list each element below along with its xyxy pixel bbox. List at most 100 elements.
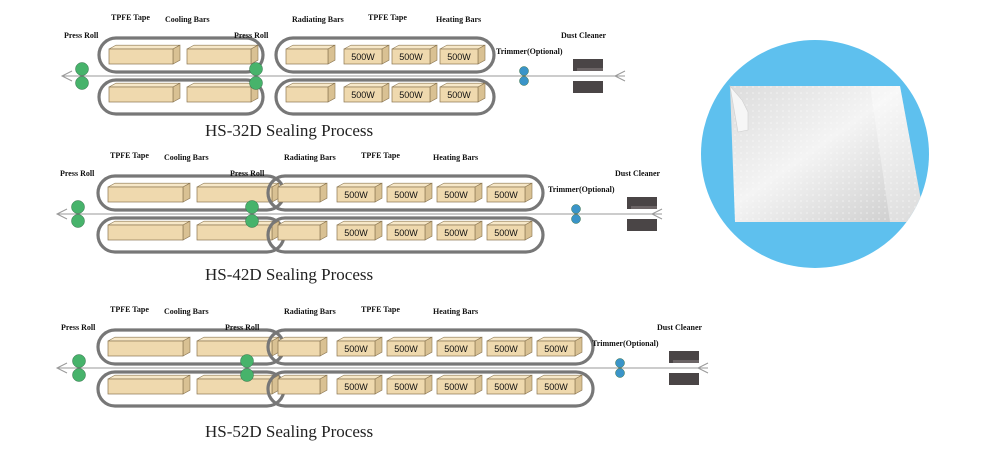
heater-wattage-label: 500W (447, 52, 471, 62)
heater-wattage-label: 500W (444, 228, 468, 238)
label-tpfe-tape-left: TPFE Tape (110, 305, 149, 314)
film-arrow-right (650, 208, 663, 220)
bar-top-face (536, 374, 583, 380)
bar-top-face (336, 374, 383, 380)
cooling-bar-top-1 (107, 182, 191, 203)
bar-front-face (107, 186, 184, 203)
bar-front-face (107, 378, 184, 395)
bar-front-face (486, 224, 526, 241)
heating-bar-bottom-4 (486, 374, 533, 395)
roll-top (245, 200, 259, 214)
process-title: HS-42D Sealing Process (205, 265, 373, 284)
label-press-roll-mid: Press Roll (225, 323, 260, 332)
radiating-bar-top (277, 182, 328, 203)
roll-bottom (245, 214, 259, 228)
cooling-bar-top-1 (107, 336, 191, 357)
heating-bar-top-4 (486, 182, 533, 203)
bar-top-face (391, 82, 438, 88)
heating-bar-top-2 (391, 44, 438, 65)
heating-bar-bottom-3 (439, 82, 486, 103)
bar-top-face (336, 182, 383, 188)
label-press-roll-left: Press Roll (64, 31, 99, 40)
dust-cleaner-top-shade (577, 68, 603, 71)
dust-cleaner-bottom (573, 81, 603, 93)
label-radiating-bars: Radiating Bars (284, 153, 336, 162)
bar-top-face (386, 220, 433, 226)
label-radiating-bars: Radiating Bars (284, 307, 336, 316)
cooling-belt-bottom (97, 78, 265, 116)
label-heating-bars: Heating Bars (436, 15, 481, 24)
heater-wattage-label: 500W (344, 228, 368, 238)
bar-front-face (439, 86, 479, 103)
bar-front-face (277, 378, 321, 395)
heating-belt-bottom (266, 216, 545, 254)
label-trimmer: Trimmer(Optional) (592, 339, 659, 348)
cooling-bar-top-2 (196, 182, 280, 203)
label-radiating-bars: Radiating Bars (292, 15, 344, 24)
process-title: HS-32D Sealing Process (205, 121, 373, 140)
bar-front-face (336, 186, 376, 203)
radiating-bar-bottom (277, 374, 328, 395)
label-press-roll-mid: Press Roll (234, 31, 269, 40)
heating-bar-top-3 (439, 44, 486, 65)
cooling-bar-top-2 (196, 336, 280, 357)
press-roll-mid (240, 354, 254, 382)
bar-front-face (436, 224, 476, 241)
film-arrow-left (60, 70, 73, 82)
label-press-roll-mid: Press Roll (230, 169, 265, 178)
bar-front-face (439, 48, 479, 65)
bar-top-face (196, 182, 280, 188)
bar-front-face (486, 378, 526, 395)
bar-top-face (107, 182, 191, 188)
bar-top-face (486, 374, 533, 380)
bar-top-face (486, 336, 533, 342)
radiating-bar-bottom (277, 220, 328, 241)
radiating-bar-top (277, 336, 328, 357)
heater-wattage-label: 500W (444, 344, 468, 354)
bar-top-face (336, 220, 383, 226)
press-roll-left (72, 354, 86, 382)
process-3: 500W500W500W500W500W500W500W500W500W500W… (55, 305, 709, 441)
roll-top (571, 204, 581, 214)
label-tpfe-tape-right: TPFE Tape (368, 13, 407, 22)
bar-top-face (436, 220, 483, 226)
radiating-bar-top (285, 44, 336, 65)
heater-wattage-label: 500W (494, 190, 518, 200)
heater-wattage-label: 500W (494, 344, 518, 354)
bar-front-face (391, 48, 431, 65)
heating-bar-top-3 (436, 336, 483, 357)
heater-wattage-label: 500W (494, 382, 518, 392)
cooling-bar-top-1 (108, 44, 181, 65)
bar-top-face (436, 374, 483, 380)
cooling-belt-top (97, 36, 265, 74)
bar-front-face (486, 186, 526, 203)
cooling-bar-bottom-1 (108, 82, 181, 103)
bar-top-face (386, 336, 433, 342)
press-roll-left (75, 62, 89, 90)
label-trimmer: Trimmer(Optional) (548, 185, 615, 194)
bar-front-face (285, 48, 329, 65)
label-cooling-bars: Cooling Bars (165, 15, 210, 24)
bar-top-face (107, 336, 191, 342)
roll-top (615, 358, 625, 368)
bar-top-face (439, 82, 486, 88)
foil-texture (730, 86, 925, 222)
heating-bar-top-5 (536, 336, 583, 357)
foil-shadow (870, 86, 925, 222)
film-arrow-left (55, 362, 68, 374)
cooling-bar-bottom-1 (107, 220, 191, 241)
dust-cleaner-top-shade (631, 206, 657, 209)
film-arrow-right (613, 70, 626, 82)
bar-front-face (336, 224, 376, 241)
bar-top-face (436, 336, 483, 342)
label-cooling-bars: Cooling Bars (164, 307, 209, 316)
bar-top-face (285, 44, 336, 50)
heating-bar-bottom-5 (536, 374, 583, 395)
heater-wattage-label: 500W (544, 344, 568, 354)
label-dust-cleaner: Dust Cleaner (657, 323, 703, 332)
cooling-bar-top-2 (186, 44, 259, 65)
bar-front-face (336, 378, 376, 395)
heating-bar-bottom-1 (343, 82, 390, 103)
roll-bottom (249, 76, 263, 90)
